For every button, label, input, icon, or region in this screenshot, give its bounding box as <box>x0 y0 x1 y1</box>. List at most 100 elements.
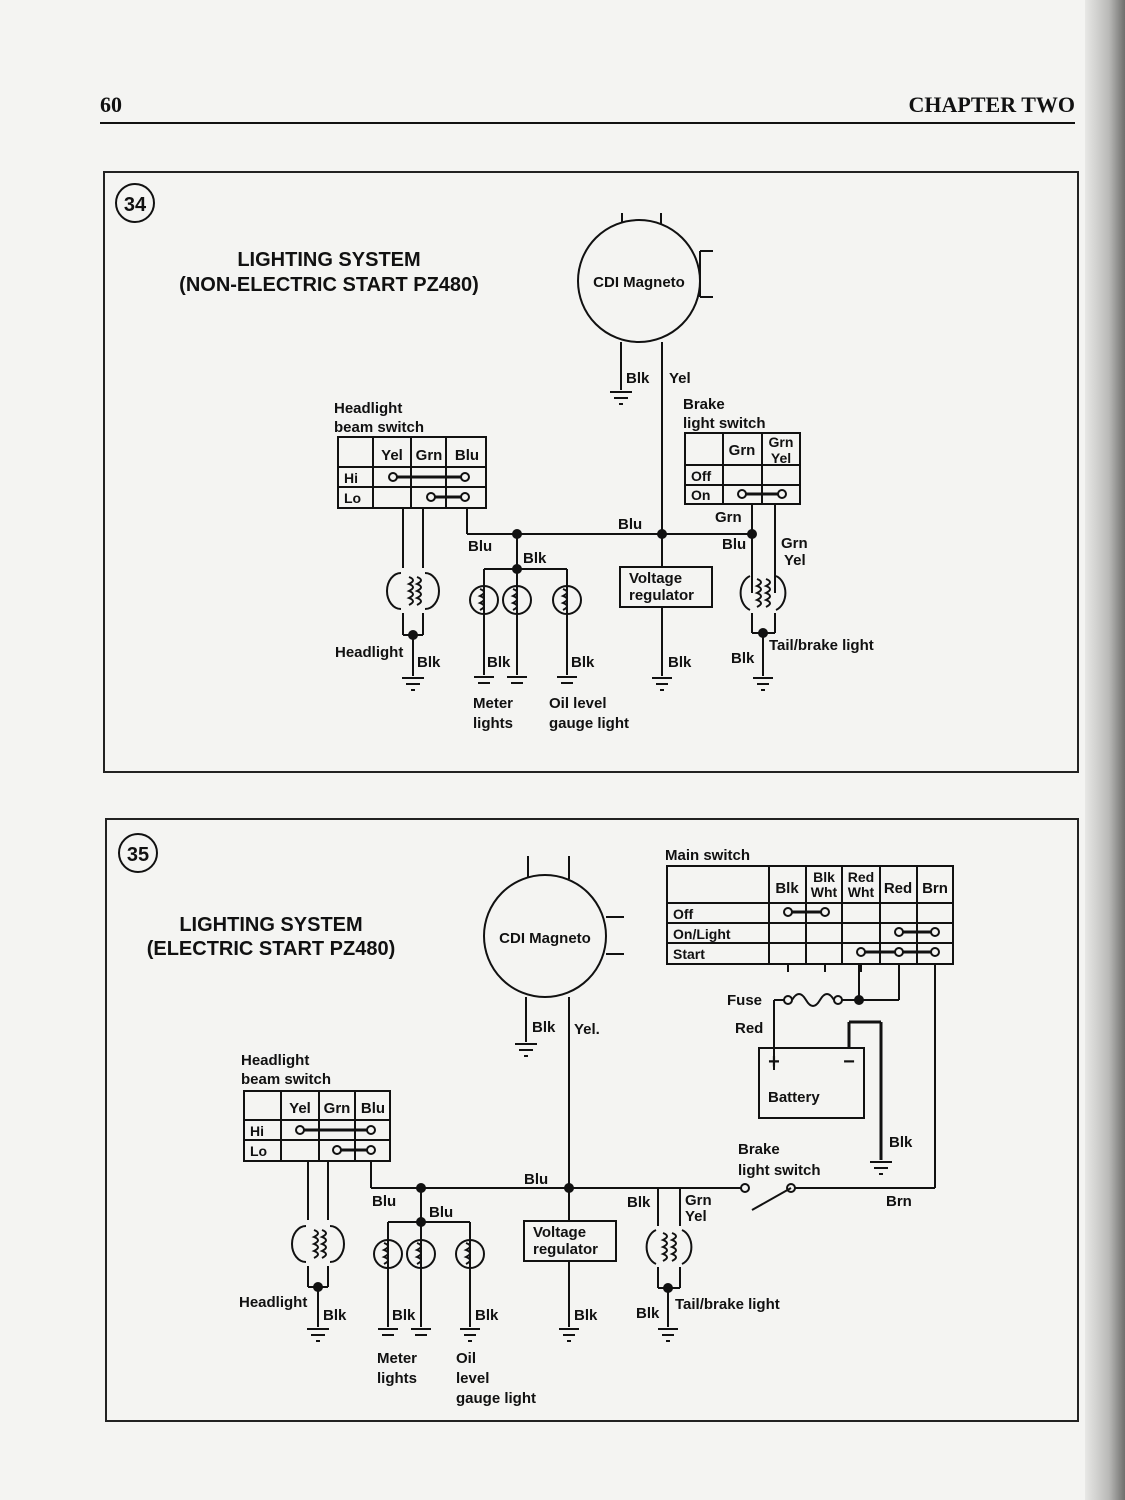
junction-dot <box>747 529 757 539</box>
ground-symbol <box>515 1043 537 1057</box>
wire-label-blk: Blk <box>532 1019 556 1036</box>
headlight-switch-col-blu: Blu <box>361 1100 385 1117</box>
wire-label-red: Red <box>735 1020 763 1037</box>
wire-label-blk: Blk <box>574 1307 598 1324</box>
wire-label-blu: Blu <box>429 1204 453 1221</box>
headlight-switch-row-hi: Hi <box>250 1123 264 1139</box>
cdi-magneto: CDI Magneto <box>577 213 713 343</box>
brake-switch-label-line2: light switch <box>738 1162 821 1179</box>
main-switch-col-blk: Blk <box>775 880 799 897</box>
page-number: 60 <box>100 92 122 117</box>
brake-switch-row-on: On <box>691 487 710 503</box>
diagram-title-line2: (NON-ELECTRIC START PZ480) <box>179 274 479 296</box>
headlight-switch-row-lo: Lo <box>344 490 361 506</box>
meter-lights-label-line2: lights <box>377 1370 417 1387</box>
wire-label-blk: Blk <box>571 654 595 671</box>
ground-symbol <box>557 676 577 684</box>
cdi-magneto: CDI Magneto <box>483 856 624 998</box>
brake-switch-label-line1: Brake <box>738 1141 780 1158</box>
wire-label-grn: Grn <box>781 535 808 552</box>
wire-label-blk: Blk <box>323 1307 347 1324</box>
page-header: 60 CHAPTER TWO <box>100 88 1075 124</box>
page-edge-shadow <box>1085 0 1125 1500</box>
brake-switch-col-grn: Grn <box>729 442 756 459</box>
figure-number: 34 <box>124 194 147 216</box>
main-switch-row-start: Start <box>673 946 705 962</box>
headlight-switch-col-grn: Grn <box>324 1100 351 1117</box>
main-switch-col-redwht-1: Red <box>848 869 874 885</box>
wire-label-blk: Blk <box>417 654 441 671</box>
oil-gauge-label-line1: Oil <box>456 1350 476 1367</box>
chapter-title: CHAPTER TWO <box>908 92 1075 117</box>
diagram-title-line2: (ELECTRIC START PZ480) <box>147 938 396 960</box>
main-switch-row-onlight: On/Light <box>673 926 731 942</box>
wire-label-brn: Brn <box>886 1193 912 1210</box>
wire-label-blu: Blu <box>372 1193 396 1210</box>
headlight-bulb-icon <box>291 1225 345 1292</box>
ground-symbol <box>307 1328 329 1342</box>
brake-light-switch-icon <box>679 1183 796 1222</box>
figure-34: 34 LIGHTING SYSTEM (NON-ELECTRIC START P… <box>103 171 1079 773</box>
main-switch-col-redwht-2: Wht <box>848 884 875 900</box>
wire-label-grn: Grn <box>715 509 742 526</box>
headlight-switch-label-line1: Headlight <box>334 400 402 417</box>
headlight-switch-row-hi: Hi <box>344 470 358 486</box>
wire-label-blk: Blk <box>475 1307 499 1324</box>
tail-brake-bulb-icon <box>645 1188 693 1293</box>
wire-label-blk: Blk <box>487 654 511 671</box>
ground-symbol <box>610 391 632 405</box>
figure-number-circle <box>115 183 155 223</box>
headlight-switch-col-blu: Blu <box>455 447 479 464</box>
junction-dot <box>564 1183 574 1193</box>
wire-label-blk: Blk <box>523 550 547 567</box>
headlight-switch-col-yel: Yel <box>381 447 403 464</box>
ground-symbol <box>559 1328 579 1342</box>
brake-switch-col-grnyel-2: Yel <box>771 450 791 466</box>
meter-light-bulb-icon <box>469 569 499 675</box>
headlight-switch-label-line1: Headlight <box>241 1052 309 1069</box>
oil-gauge-label-line1: Oil level <box>549 695 607 712</box>
fuse-icon <box>773 964 900 1070</box>
ground-symbol <box>658 1328 678 1342</box>
ground-symbol <box>753 677 773 691</box>
diagram-title-line1: LIGHTING SYSTEM <box>237 249 420 271</box>
meter-light-bulb-icon <box>406 1222 436 1327</box>
wire-label-blk: Blk <box>668 654 692 671</box>
headlight-switch-row-lo: Lo <box>250 1143 267 1159</box>
oil-gauge-bulb-icon <box>552 569 582 675</box>
regulator-label-line1: Voltage <box>533 1224 586 1241</box>
figure-35: 35 LIGHTING SYSTEM (ELECTRIC START PZ480… <box>105 818 1079 1422</box>
tail-brake-light-label: Tail/brake light <box>675 1296 780 1313</box>
tail-brake-light-label: Tail/brake light <box>769 637 874 654</box>
wire-label-blu: Blu <box>722 536 746 553</box>
ground-symbol <box>474 676 494 684</box>
meter-lights-label-line1: Meter <box>377 1350 417 1367</box>
ground-symbol <box>870 1161 892 1175</box>
brake-switch-label-line2: light switch <box>683 415 766 432</box>
brake-switch-label-line1: Brake <box>683 396 725 413</box>
wire-label-blk: Blk <box>626 370 650 387</box>
headlight-switch-col-grn: Grn <box>416 447 443 464</box>
main-switch-table <box>666 865 954 965</box>
battery-label: Battery <box>768 1089 820 1106</box>
magneto-label: CDI Magneto <box>499 930 591 947</box>
meter-light-bulb-icon <box>373 1222 403 1327</box>
wire-label-blk: Blk <box>627 1194 651 1211</box>
wire-label-blu: Blu <box>524 1171 548 1188</box>
main-switch-col-blkwht-2: Wht <box>811 884 838 900</box>
meter-light-bulb-icon <box>502 569 532 675</box>
junction-dot <box>657 529 667 539</box>
diagram-35: 35 LIGHTING SYSTEM (ELECTRIC START PZ480… <box>118 833 954 1407</box>
battery-icon <box>758 1020 883 1160</box>
wire-label-blk: Blk <box>889 1134 913 1151</box>
ground-symbol <box>411 1328 431 1336</box>
headlight-beam-switch-table <box>243 1090 391 1162</box>
wire-label-yel: Yel <box>685 1208 707 1225</box>
headlight-switch-label-line2: beam switch <box>334 419 424 436</box>
regulator-label-line2: regulator <box>629 587 694 604</box>
wire-label-blu: Blu <box>618 516 642 533</box>
battery-plus: + <box>768 1051 780 1073</box>
headlight-beam-switch-table <box>337 436 487 509</box>
headlight-label: Headlight <box>239 1294 307 1311</box>
oil-gauge-label-line3: gauge light <box>456 1390 536 1407</box>
